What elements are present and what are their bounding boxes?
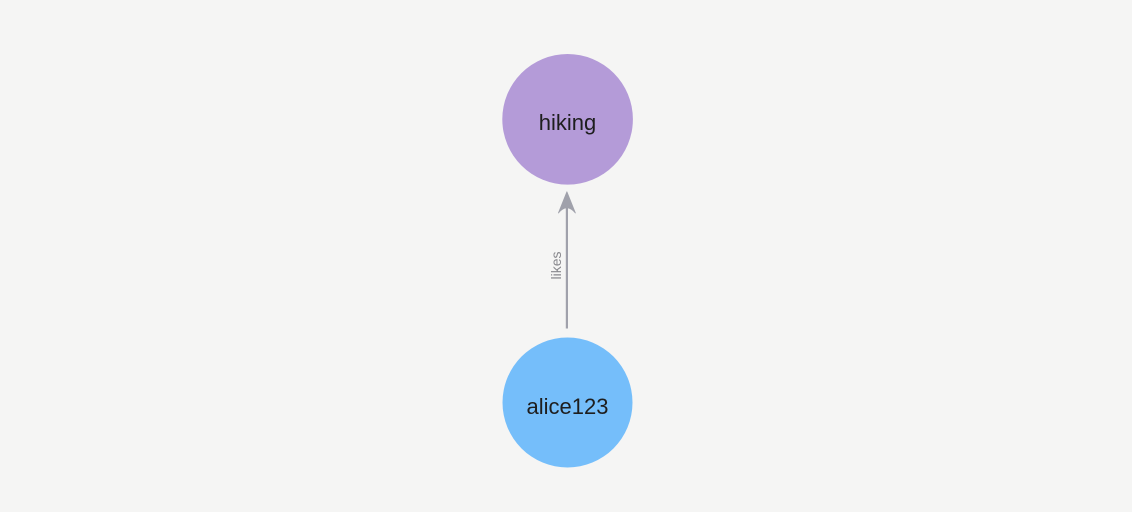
svg-text:likes: likes <box>548 251 564 279</box>
svg-text:hiking: hiking <box>539 110 596 135</box>
svg-text:alice123: alice123 <box>527 394 609 419</box>
